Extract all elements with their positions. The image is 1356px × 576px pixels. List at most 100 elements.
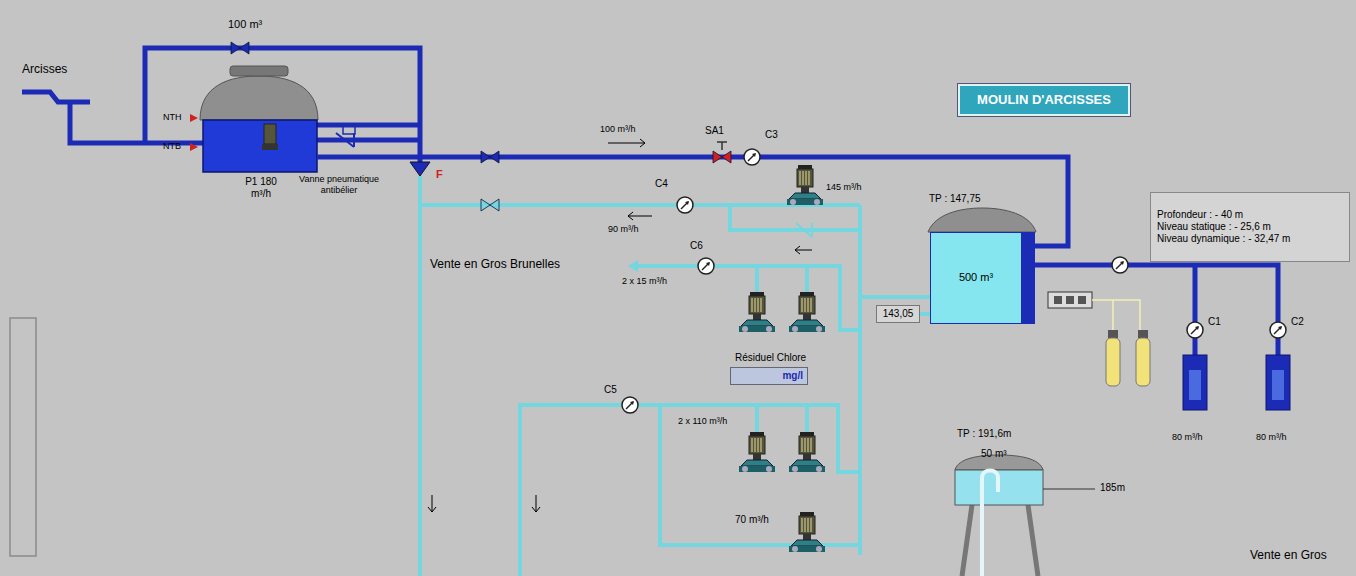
intake-tank <box>262 144 278 150</box>
pipe-label: 145 m³/h <box>826 182 862 193</box>
unit-text: mg/l <box>782 370 803 382</box>
pipe-label: 80 m³/h <box>1172 432 1203 443</box>
pipe-label: Vente en Gros Brunelles <box>430 257 560 271</box>
treated-water-pipe <box>860 295 930 299</box>
treated-water-pipe <box>730 205 860 230</box>
pressure-gauge <box>698 258 714 274</box>
intake-tank <box>203 120 317 172</box>
pipe-label: 100 m³ <box>228 18 262 31</box>
info-panel: Profondeur : - 40 mNiveau statique : - 2… <box>1150 192 1350 262</box>
pipe-label: C6 <box>690 240 703 252</box>
pipe-label: Vente en Gros <box>1250 548 1327 562</box>
flow-arrow <box>628 212 652 220</box>
side-panel <box>10 318 36 556</box>
pipe-label: 2 x 15 m³/h <box>622 276 667 287</box>
pipe-label: C1 <box>1208 316 1221 328</box>
borehole-pump <box>1183 355 1290 410</box>
intake-tank <box>230 66 288 76</box>
flow-arrow <box>532 495 540 512</box>
treated-water-pipe <box>418 176 422 576</box>
check-valve <box>336 126 812 237</box>
flow-arrow <box>795 246 812 254</box>
flow-label: 100 m³/h <box>600 124 636 135</box>
pipe-label: C2 <box>1291 316 1304 328</box>
pipe-label: F <box>436 168 443 181</box>
raw-water-pipe <box>1193 265 1198 355</box>
pipe-connector <box>920 312 930 316</box>
pressure-gauge <box>1270 322 1286 338</box>
pump-symbol <box>739 432 775 472</box>
pump-rating: P1 180 m³/h <box>243 176 279 200</box>
check-valve <box>796 223 812 237</box>
pipe-label: NTB <box>163 141 181 152</box>
chlorination-unit <box>1048 292 1150 386</box>
title-text: MOULIN D'ARCISSES <box>977 92 1111 108</box>
check-valve <box>336 133 354 147</box>
treated-water-pipe <box>858 205 862 555</box>
level-reading: TP : 191,6m <box>957 428 1011 440</box>
pipe-label: C4 <box>655 178 668 190</box>
pipe-label: 80 m³/h <box>1256 432 1287 443</box>
chlorine-display: Résiduel Chloremg/l <box>730 367 808 385</box>
water-tower <box>1043 489 1095 490</box>
pump-symbol <box>789 432 825 472</box>
water-tower <box>955 455 1095 576</box>
pressure-gauge <box>622 397 638 413</box>
pipe-label: SA1 <box>705 125 724 137</box>
flow-arrow <box>428 139 812 512</box>
pressure-gauge <box>744 149 760 165</box>
flow-arrowhead <box>628 260 638 272</box>
flow-arrow <box>608 139 645 147</box>
valve-symbol <box>410 162 430 176</box>
borehole-pump <box>1266 355 1290 410</box>
reservoir-roof <box>928 208 1036 232</box>
chlorination-unit <box>1054 296 1086 304</box>
raw-water-pipe <box>70 104 205 143</box>
info-line: Niveau statique : - 25,6 m <box>1157 221 1271 233</box>
chlorination-unit <box>1108 330 1118 338</box>
info-line: Profondeur : - 40 m <box>1157 209 1243 221</box>
pressure-gauge <box>1187 322 1203 338</box>
borehole-pump <box>1189 370 1201 400</box>
borehole-pump <box>1183 355 1207 410</box>
chlorination-unit <box>1138 330 1148 338</box>
raw-water-pipe <box>317 123 420 128</box>
pump-symbol <box>787 165 823 205</box>
treated-water-pipe <box>757 405 807 432</box>
valve-symbol <box>231 42 731 211</box>
display-title: Résiduel Chlore <box>735 352 806 364</box>
pipe-label: 90 m³/h <box>608 224 639 235</box>
valve-symbol <box>481 199 499 211</box>
pipe-label: C3 <box>765 129 778 141</box>
level-display: 143,05 <box>876 305 920 323</box>
pressure-gauge <box>677 197 693 213</box>
pipe-label: Vanne pneumatique antibélier <box>298 174 380 196</box>
valve-symbol <box>717 142 727 150</box>
raw-water-pipe <box>22 92 90 102</box>
info-line: Niveau dynamique : - 32,47 m <box>1157 233 1290 245</box>
borehole-pump <box>1272 370 1284 400</box>
treated-water-pipe <box>520 405 860 576</box>
intake-tank <box>190 66 318 172</box>
pipe-label: 2 x 110 m³/h <box>678 416 727 427</box>
pipe-label: Arcisses <box>22 62 67 76</box>
pressure-gauge <box>1112 257 1128 273</box>
treated-water-pipe <box>420 176 930 576</box>
pump-symbol <box>739 292 775 332</box>
intake-tank <box>190 114 198 151</box>
treated-water-pipe <box>757 266 807 292</box>
water-tower <box>982 471 998 576</box>
raw-water-pipe <box>317 138 420 143</box>
chlorination-unit <box>1092 300 1140 330</box>
level-reading: TP : 147,75 <box>929 193 981 205</box>
flow-arrow <box>428 495 436 512</box>
raw-water-pipe <box>22 48 1278 355</box>
level-value: 143,05 <box>883 308 914 320</box>
intake-tank: P1 180 m³/h <box>203 120 317 172</box>
intake-tank <box>200 76 318 120</box>
pump-symbol <box>789 512 825 552</box>
water-tower <box>962 505 1038 576</box>
valve-symbol <box>481 151 499 163</box>
